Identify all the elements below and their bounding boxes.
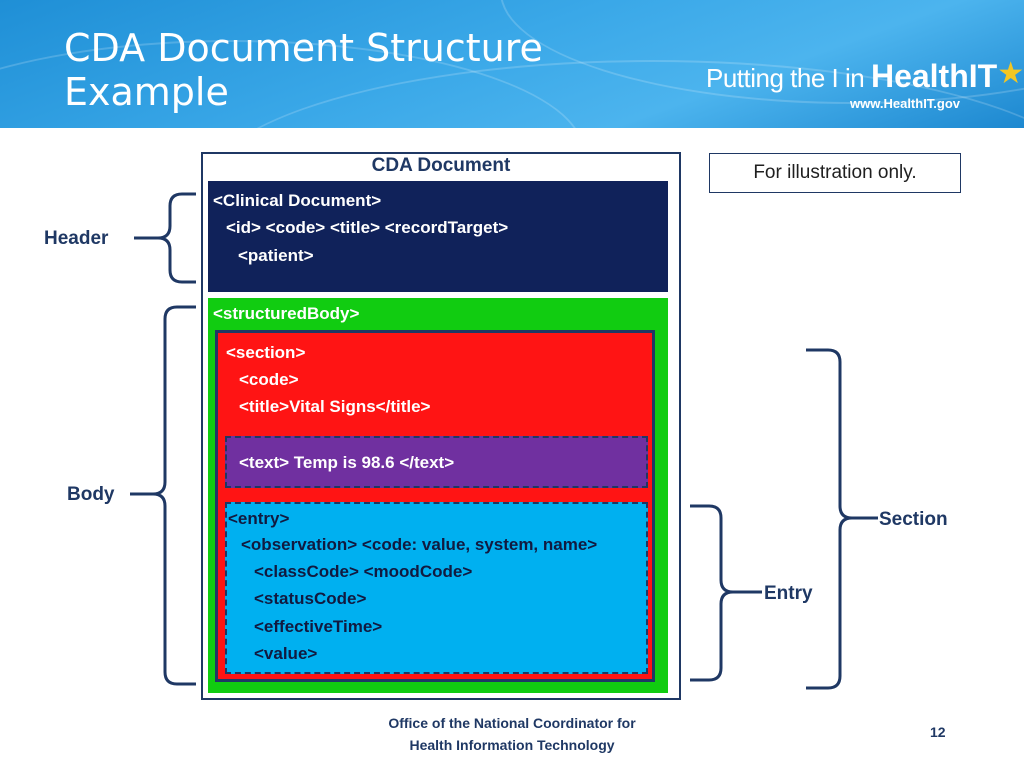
- entry-label: Entry: [764, 583, 813, 604]
- header-brace: [134, 192, 196, 284]
- header-label: Header: [44, 228, 109, 249]
- header-line-2: <id> <code> <title> <recordTarget>: [226, 218, 509, 237]
- entry-line-6: <value>: [254, 644, 318, 663]
- page-number: 12: [930, 724, 946, 740]
- logo-brand: HealthIT: [870, 58, 998, 94]
- structured-body-label: <structuredBody>: [213, 304, 360, 323]
- section-line-2: <code>: [239, 370, 299, 389]
- body-label: Body: [67, 484, 115, 505]
- body-brace: [130, 305, 196, 686]
- text-line: <text> Temp is 98.6 </text>: [239, 453, 455, 472]
- entry-block: [225, 502, 648, 674]
- entry-brace: [690, 504, 762, 682]
- healthit-logo: Putting the I in HealthIT★: [706, 57, 1024, 95]
- header-line-3: <patient>: [238, 246, 314, 265]
- section-line-1: <section>: [226, 343, 306, 362]
- cda-document-title: CDA Document: [371, 155, 511, 176]
- entry-line-3: <classCode> <moodCode>: [254, 562, 473, 581]
- section-line-3: <title>Vital Signs</title>: [239, 397, 431, 416]
- footer-line-2: Health Information Technology: [409, 737, 615, 753]
- star-icon: ★: [997, 57, 1024, 90]
- footer: Office of the National Coordinator for H…: [300, 712, 724, 756]
- section-brace: [806, 348, 878, 690]
- section-label: Section: [879, 509, 948, 530]
- header-line-1: <Clinical Document>: [213, 191, 382, 210]
- entry-line-4: <statusCode>: [254, 589, 367, 608]
- illustration-note: For illustration only.: [709, 153, 961, 193]
- entry-line-1: <entry>: [228, 509, 290, 528]
- logo-prefix: Putting the I in: [706, 63, 871, 93]
- header-block: <Clinical Document> <id> <code> <title> …: [208, 181, 668, 292]
- text-block: [225, 436, 648, 488]
- slide-title-line-1: CDA Document Structure: [64, 26, 543, 70]
- footer-line-1: Office of the National Coordinator for: [388, 715, 636, 731]
- title-banner: [0, 0, 1024, 128]
- slide-title: CDA Document Structure Example: [64, 26, 543, 114]
- logo-url: www.HealthIT.gov: [850, 96, 961, 111]
- entry-line-5: <effectiveTime>: [254, 617, 383, 636]
- entry-line-2: <observation> <code: value, system, name…: [241, 535, 598, 554]
- slide-title-line-2: Example: [64, 70, 229, 114]
